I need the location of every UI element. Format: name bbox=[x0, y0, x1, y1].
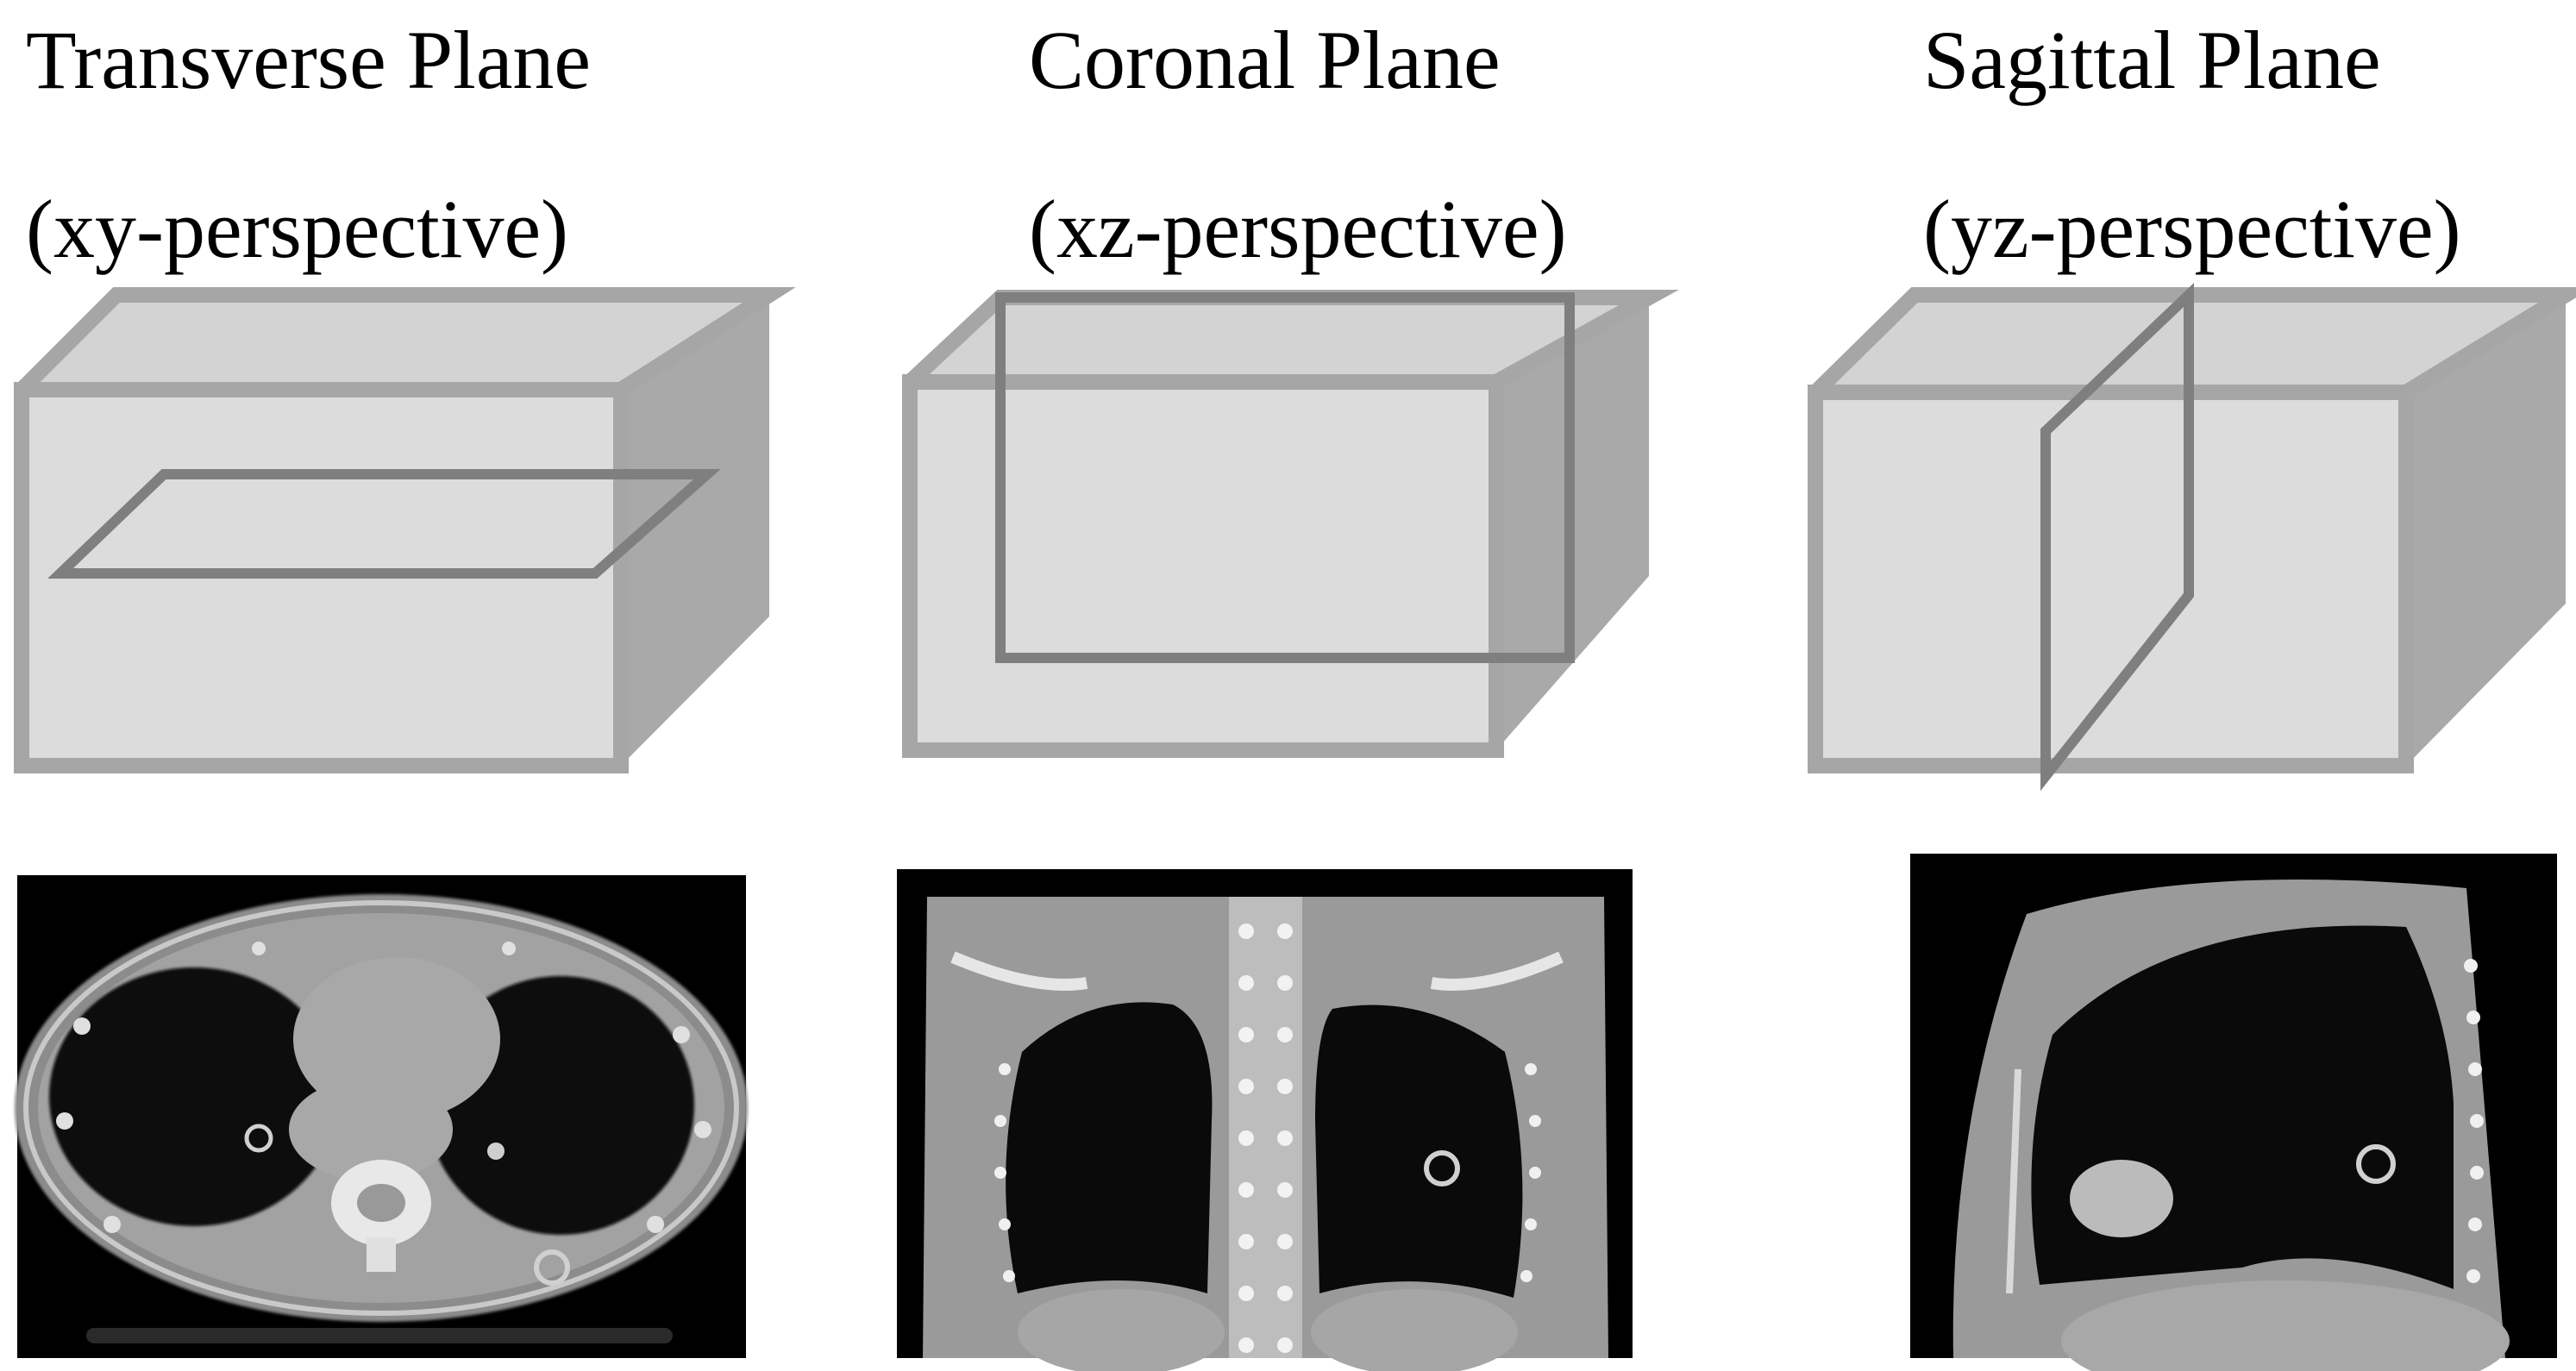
cube-side-face bbox=[2406, 295, 2566, 766]
coronal-slice-plane bbox=[995, 292, 1575, 663]
coronal-ct-scan bbox=[897, 869, 1633, 1371]
cube-side-face bbox=[621, 295, 769, 766]
transverse-cube bbox=[14, 287, 796, 773]
cube-front-face bbox=[1808, 385, 2414, 773]
cube-top-edge bbox=[16, 287, 796, 397]
transverse-slice-plane bbox=[47, 469, 721, 579]
coronal-cube bbox=[902, 290, 1679, 758]
sagittal-ct-scan bbox=[1910, 854, 2557, 1371]
coronal-perspective-label: (xz-perspective) bbox=[1029, 183, 1567, 275]
sagittal-perspective-label: (yz-perspective) bbox=[1923, 183, 2461, 275]
sagittal-cube bbox=[1808, 283, 2576, 792]
sagittal-plane-title: Sagittal Plane bbox=[1923, 14, 2381, 106]
cube-top-face bbox=[22, 295, 769, 390]
sagittal-slice-plane bbox=[2040, 283, 2194, 792]
cube-front-face bbox=[902, 374, 1504, 758]
coronal-plane-title: Coronal Plane bbox=[1029, 14, 1501, 106]
transverse-perspective-label: (xy-perspective) bbox=[26, 183, 569, 275]
cube-top-face bbox=[910, 297, 1649, 382]
transverse-plane-title: Transverse Plane bbox=[26, 14, 592, 106]
cube-top-edge bbox=[1809, 287, 2576, 399]
axial-ct-scan bbox=[15, 875, 748, 1358]
